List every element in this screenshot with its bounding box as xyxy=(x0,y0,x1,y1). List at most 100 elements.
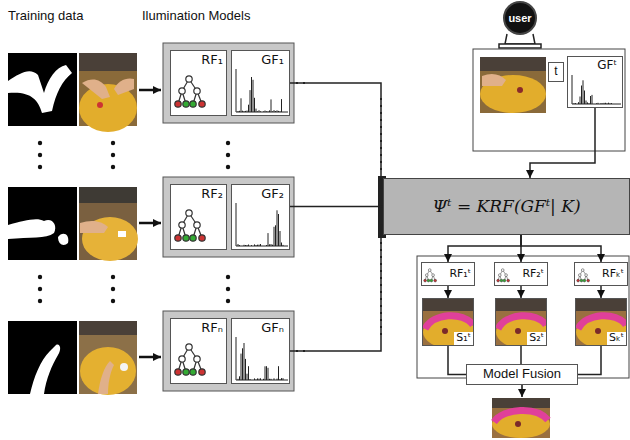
input-arrow xyxy=(139,356,161,359)
connector xyxy=(290,225,383,351)
segmentation-image: S₂ᵗ xyxy=(495,298,547,346)
node-label: RF₁ xyxy=(201,53,223,68)
node-label: RF₂ᵗ xyxy=(522,268,544,281)
ellipsis-dots xyxy=(226,287,230,291)
box-illustration xyxy=(578,102,579,104)
ellipsis-dots xyxy=(38,275,42,279)
training-image xyxy=(58,234,68,245)
box-illustration xyxy=(190,101,196,107)
box-illustration xyxy=(274,110,275,112)
box-illustration xyxy=(498,316,546,329)
box-illustration xyxy=(515,328,521,334)
box-illustration xyxy=(248,245,249,247)
box-illustration xyxy=(244,245,245,246)
box-illustration xyxy=(236,337,237,380)
box-illustration xyxy=(498,274,501,277)
box-illustration xyxy=(277,110,278,112)
connector xyxy=(447,286,449,298)
box-illustration xyxy=(179,222,185,228)
box-illustration xyxy=(236,112,288,113)
box-illustration xyxy=(576,299,626,311)
box-illustration xyxy=(423,299,473,345)
training-image xyxy=(79,84,137,132)
input-arrow xyxy=(139,90,161,357)
connector xyxy=(448,346,466,375)
model-panel xyxy=(163,43,294,391)
connector xyxy=(578,346,601,375)
training-image xyxy=(8,219,55,239)
box-illustration xyxy=(281,243,282,247)
query-image xyxy=(480,57,546,113)
box-illustration xyxy=(590,96,591,104)
box-illustration xyxy=(434,279,437,282)
input-arrow xyxy=(139,89,161,92)
box-illustration xyxy=(257,378,258,380)
box-illustration xyxy=(265,111,266,113)
box-illustration xyxy=(503,279,506,282)
training-image xyxy=(114,78,134,95)
box-illustration xyxy=(585,274,588,277)
box-illustration xyxy=(239,111,240,112)
user-stand xyxy=(499,44,541,48)
box-illustration xyxy=(179,356,185,362)
dotted-link xyxy=(296,83,381,351)
box-illustration xyxy=(199,101,205,107)
box-illustration xyxy=(587,279,590,282)
box-illustration xyxy=(175,101,181,107)
box-illustration xyxy=(272,245,273,246)
histogram-box: GF₂ xyxy=(231,184,290,250)
box-illustration xyxy=(260,378,261,380)
box-illustration xyxy=(577,269,590,282)
training-image xyxy=(30,345,60,394)
forest-box: RFₙ xyxy=(170,318,227,384)
training-image xyxy=(8,321,77,394)
ellipsis-dots xyxy=(38,165,42,169)
box-illustration xyxy=(199,369,205,375)
box-illustration xyxy=(280,231,281,246)
box-illustration xyxy=(496,299,546,345)
box-illustration xyxy=(581,86,582,105)
box-illustration xyxy=(496,299,546,311)
box-illustration xyxy=(245,245,246,246)
fused-image xyxy=(494,410,548,422)
forest-box: RF₁ᵗ xyxy=(421,262,475,286)
ellipsis-dots xyxy=(111,275,115,279)
box-illustration xyxy=(236,69,237,112)
box-illustration xyxy=(256,379,257,381)
box-illustration xyxy=(283,378,284,380)
ellipsis-dots xyxy=(38,153,42,157)
training-image xyxy=(97,102,103,108)
box-illustration xyxy=(266,366,267,380)
box-illustration xyxy=(175,369,181,375)
box-illustration xyxy=(268,233,269,246)
box-illustration xyxy=(260,244,261,246)
ellipsis-dots xyxy=(226,275,230,279)
box-illustration xyxy=(280,379,281,381)
node-label: GFᵗ xyxy=(595,59,619,73)
node-label: S₂ᵗ xyxy=(527,332,546,345)
box-illustration xyxy=(580,279,583,282)
ellipsis-dots xyxy=(226,141,230,145)
box-illustration xyxy=(241,98,242,112)
node-label: GF₁ xyxy=(259,53,286,68)
box-illustration xyxy=(239,376,240,380)
user-stand xyxy=(505,34,535,44)
box-illustration xyxy=(269,244,270,246)
ellipsis-dots xyxy=(111,287,115,291)
segmentation-image: Sₖᵗ xyxy=(575,298,627,346)
box-illustration xyxy=(605,103,606,104)
box-illustration xyxy=(175,210,205,241)
box-illustration xyxy=(281,378,282,380)
box-illustration xyxy=(254,378,255,380)
box-illustration xyxy=(183,235,189,241)
node-label: RFₙ xyxy=(201,321,223,336)
box-illustration xyxy=(505,274,508,277)
user-stand xyxy=(499,34,541,48)
training-image xyxy=(118,231,126,237)
box-illustration xyxy=(283,245,284,246)
label-box: Model Fusion xyxy=(466,364,578,385)
node-label: Sₖᵗ xyxy=(607,332,626,345)
box-illustration xyxy=(427,279,430,282)
connector xyxy=(448,235,521,262)
training-image xyxy=(8,65,72,113)
